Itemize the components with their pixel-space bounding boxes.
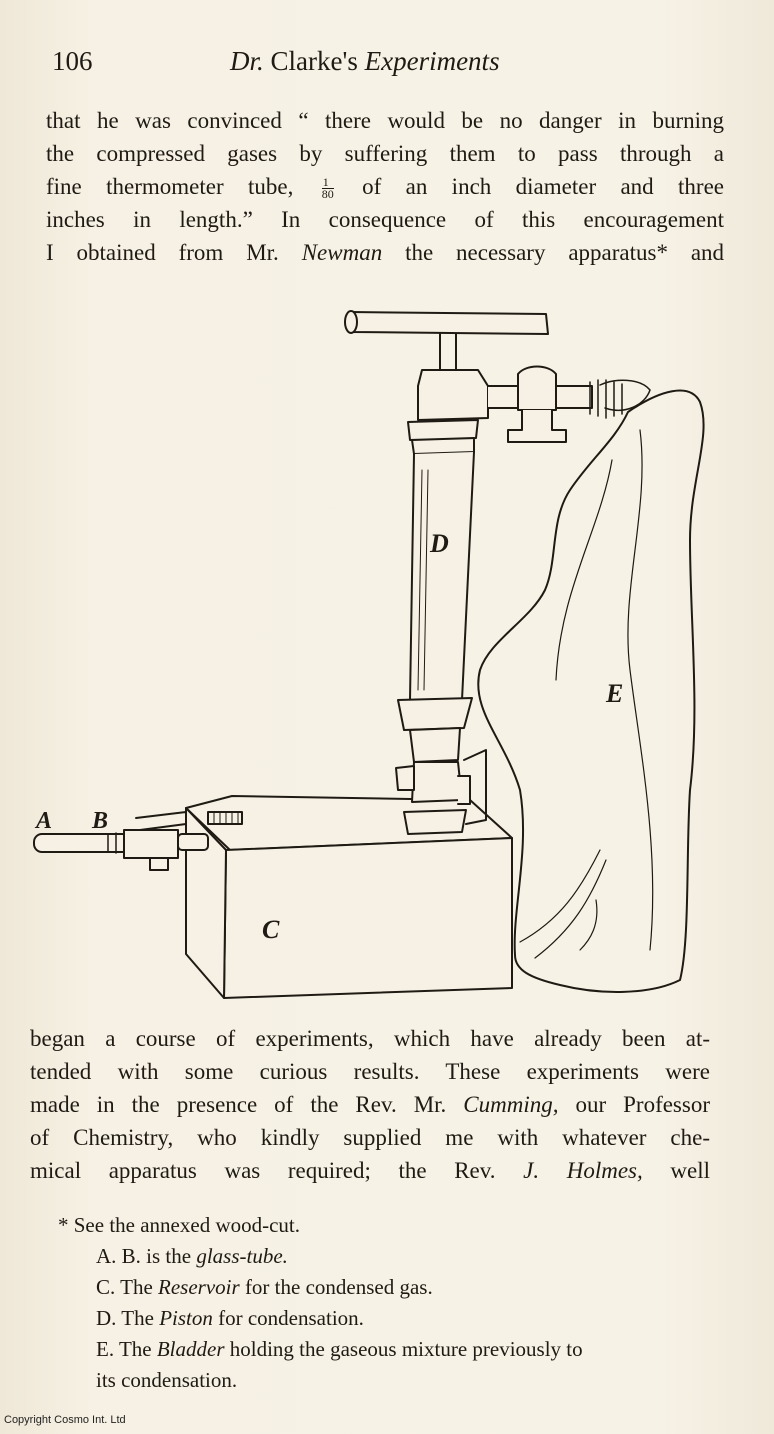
bladder-outline bbox=[477, 389, 705, 993]
reservoir-top bbox=[185, 795, 513, 851]
text-segment: mical apparatus was required; the Rev. bbox=[30, 1158, 496, 1183]
text-segment: the necessary apparatus* and bbox=[405, 240, 725, 265]
bottom-paragraph: began a course of experiments, which hav… bbox=[30, 1022, 710, 1187]
bladder-fold bbox=[579, 899, 598, 951]
page-number: 106 bbox=[52, 46, 93, 76]
support-bracket bbox=[463, 749, 487, 825]
text-segment: our Professor bbox=[575, 1092, 710, 1117]
italic-name: J. Holmes, bbox=[523, 1158, 643, 1183]
bladder-mouth bbox=[599, 379, 651, 411]
italic-name: Cumming, bbox=[463, 1092, 559, 1117]
text-segment: I obtained from Mr. bbox=[46, 240, 279, 265]
text-line: inches in length.” In consequence of thi… bbox=[46, 207, 724, 232]
footnote-intro: * See the annexed wood-cut. bbox=[58, 1213, 301, 1237]
text-line: of Chemistry, who kindly supplied me wit… bbox=[30, 1125, 710, 1150]
italic-name: Newman bbox=[301, 240, 383, 265]
reservoir-side bbox=[185, 807, 227, 999]
footnote-italic: Reservoir bbox=[158, 1275, 240, 1299]
footnote-italic: Bladder bbox=[156, 1337, 225, 1361]
valve-knob bbox=[395, 765, 415, 791]
barrel-shading bbox=[417, 469, 429, 691]
bladder-fold bbox=[519, 849, 601, 943]
apparatus-woodcut: A B C D E bbox=[33, 310, 705, 999]
footnote-text: for the condensed gas. bbox=[244, 1275, 433, 1299]
text-line: tended with some curious results. These … bbox=[30, 1059, 710, 1084]
barrel-base bbox=[397, 697, 473, 731]
stopcock-valve bbox=[149, 857, 169, 871]
footnote-d: D. The Piston for condensation. bbox=[58, 1303, 718, 1334]
piston-handle bbox=[349, 311, 549, 335]
footnote-italic: Piston bbox=[159, 1306, 213, 1330]
label-b: B bbox=[91, 808, 108, 834]
side-inlet-valve bbox=[507, 409, 567, 443]
footnote-text: for condensation. bbox=[218, 1306, 364, 1330]
piston-rod bbox=[439, 333, 457, 371]
piston-collar bbox=[407, 419, 479, 455]
footnote-e: E. The Bladder holding the gaseous mixtu… bbox=[58, 1334, 718, 1365]
text-line: mical apparatus was required; the Rev. J… bbox=[30, 1154, 710, 1187]
footnote-e-continued: its condensation. bbox=[96, 1368, 238, 1392]
fraction-numerator: 1 bbox=[321, 176, 334, 190]
tube-stopcock bbox=[123, 829, 179, 859]
text-line: I obtained from Mr. Newman the necessary… bbox=[46, 236, 724, 269]
piston-valve bbox=[411, 761, 463, 803]
top-paragraph: that he was convinced “ there would be n… bbox=[46, 104, 724, 269]
piston-cap bbox=[417, 369, 489, 421]
footnote-text: E. The bbox=[96, 1337, 152, 1361]
footnote-ab: A. B. is the glass-tube. bbox=[58, 1241, 718, 1272]
label-a: A bbox=[34, 808, 52, 834]
footnote-text: C. The bbox=[96, 1275, 153, 1299]
text-line: made in the presence of the Rev. Mr. Cum… bbox=[30, 1088, 710, 1121]
stopcock-handle bbox=[135, 811, 187, 831]
reservoir-grille-lines bbox=[213, 811, 239, 825]
valve-knob bbox=[457, 775, 471, 805]
footnote-c: C. The Reservoir for the condensed gas. bbox=[58, 1272, 718, 1303]
running-head-name: Clarke's bbox=[270, 46, 358, 76]
bladder-fold bbox=[534, 859, 607, 959]
running-head: Dr. Clarke's Experiments bbox=[230, 46, 500, 77]
footnote-text: A. B. is the bbox=[96, 1244, 192, 1268]
stopcock-tip bbox=[177, 833, 209, 851]
text-segment: made in the presence of the Rev. Mr. bbox=[30, 1092, 447, 1117]
reservoir-grille bbox=[207, 811, 243, 825]
copyright-notice: Copyright Cosmo Int. Ltd bbox=[4, 1414, 126, 1426]
footnote-text: D. The bbox=[96, 1306, 154, 1330]
label-e: E bbox=[605, 679, 623, 708]
footnotes: * See the annexed wood-cut. A. B. is the… bbox=[58, 1210, 718, 1396]
piston-handle-end bbox=[344, 310, 358, 334]
bladder-fold bbox=[627, 429, 654, 951]
bladder-fold bbox=[555, 459, 613, 681]
piston-foot bbox=[403, 809, 467, 835]
text-line: that he was convinced “ there would be n… bbox=[46, 108, 724, 133]
text-segment: of an inch diameter and three bbox=[362, 174, 725, 199]
side-inlet-rings bbox=[589, 379, 623, 419]
barrel-neck bbox=[409, 727, 461, 763]
label-d: D bbox=[429, 529, 449, 558]
label-c: C bbox=[262, 915, 280, 944]
footnote-text: holding the gaseous mixture previously t… bbox=[229, 1337, 583, 1361]
fraction-denominator: 80 bbox=[321, 187, 334, 202]
running-head-suffix: Experiments bbox=[364, 46, 500, 76]
text-line: began a course of experiments, which hav… bbox=[30, 1026, 710, 1051]
running-head-prefix: Dr. bbox=[230, 46, 264, 76]
text-line: the compressed gases by suffering them t… bbox=[46, 141, 724, 166]
text-segment: fine thermometer tube, bbox=[46, 174, 294, 199]
page-header: 106 Dr. Clarke's Experiments bbox=[52, 46, 732, 86]
footnote-italic: glass-tube. bbox=[196, 1244, 288, 1268]
side-inlet-nut bbox=[517, 365, 557, 411]
text-segment: well bbox=[670, 1158, 710, 1183]
